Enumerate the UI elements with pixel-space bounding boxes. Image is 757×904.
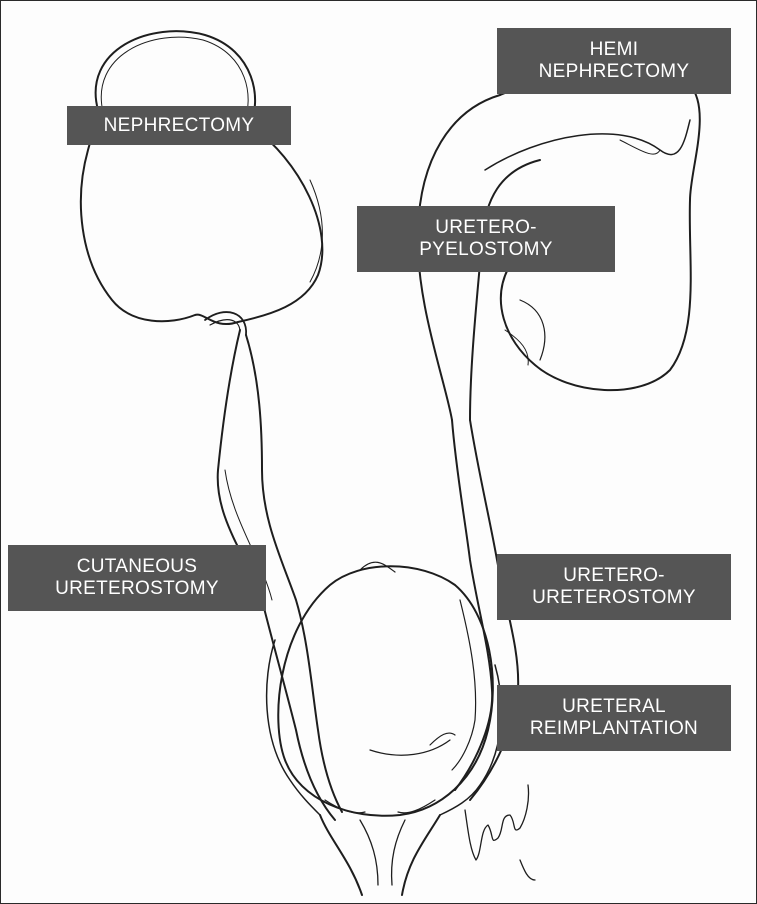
label-nephrectomy: NEPHRECTOMY — [67, 106, 291, 145]
label-ureteral-reimplantation-line-1: URETERAL — [562, 696, 666, 718]
label-uretero-pyelostomy: URETERO- PYELOSTOMY — [357, 206, 615, 272]
left-kidney — [81, 31, 322, 324]
label-cutaneous-ureterostomy-line-2: URETEROSTOMY — [55, 578, 219, 600]
label-hemi-nephrectomy-line-1: HEMI — [590, 39, 639, 61]
label-nephrectomy-line-1: NEPHRECTOMY — [104, 115, 255, 137]
label-uretero-pyelostomy-line-1: URETERO- — [435, 217, 537, 239]
label-cutaneous-ureterostomy-line-1: CUTANEOUS — [77, 556, 198, 578]
label-uretero-ureterostomy-line-2: URETEROSTOMY — [532, 587, 696, 609]
label-uretero-ureterostomy: URETERO- URETEROSTOMY — [497, 554, 731, 620]
label-hemi-nephrectomy: HEMI NEPHRECTOMY — [497, 28, 731, 94]
signature-scribble — [465, 785, 535, 880]
label-hemi-nephrectomy-line-2: NEPHRECTOMY — [539, 61, 690, 83]
label-ureteral-reimplantation-line-2: REIMPLANTATION — [530, 718, 698, 740]
label-uretero-ureterostomy-line-1: URETERO- — [563, 565, 665, 587]
label-ureteral-reimplantation: URETERAL REIMPLANTATION — [497, 685, 731, 751]
label-cutaneous-ureterostomy: CUTANEOUS URETEROSTOMY — [8, 545, 266, 611]
label-uretero-pyelostomy-line-2: PYELOSTOMY — [419, 239, 553, 261]
urethra — [320, 815, 362, 895]
